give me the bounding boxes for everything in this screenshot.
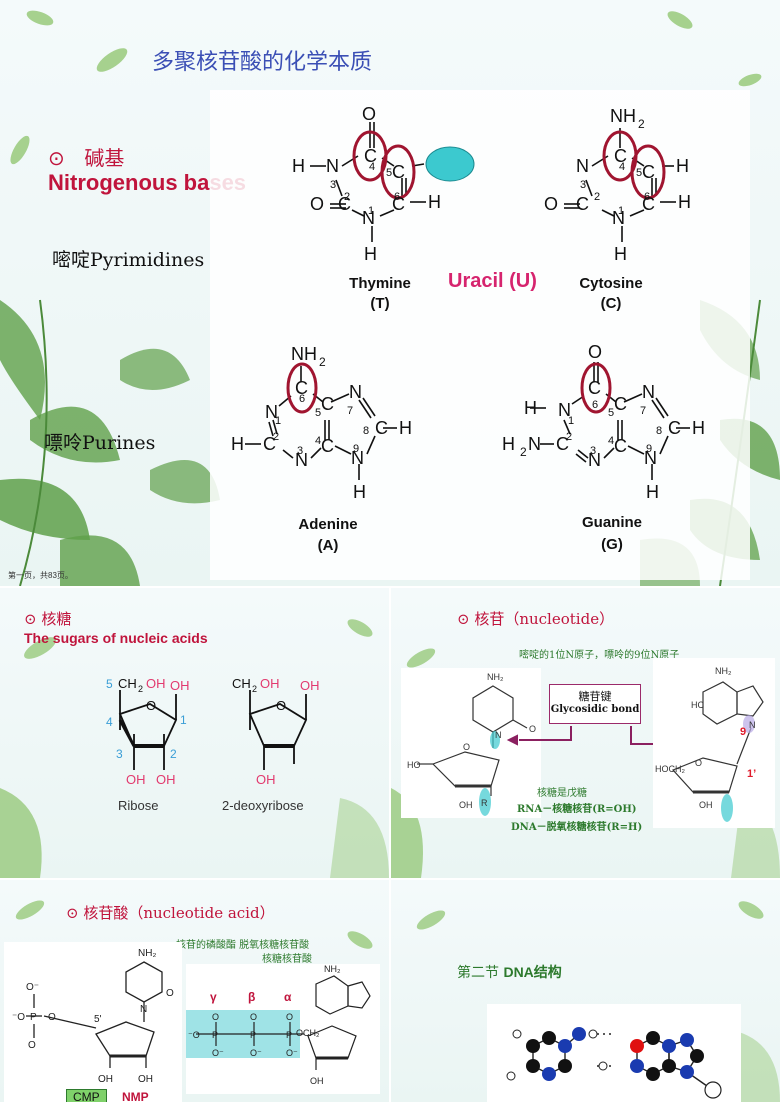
- page-footer: 第一页，共83页。: [8, 571, 73, 580]
- cmp-badge: CMP: [66, 1089, 107, 1102]
- svg-text:4: 4: [106, 715, 113, 729]
- svg-text:OH: OH: [170, 678, 190, 693]
- svg-text:1: 1: [180, 713, 187, 727]
- gamma-label: γ: [210, 990, 217, 1004]
- svg-text:CH: CH: [118, 676, 137, 691]
- pentose-note: 核糖是戊糖: [537, 788, 587, 799]
- svg-text:O: O: [146, 698, 156, 713]
- nmp-label: NMP: [122, 1090, 149, 1102]
- cmp-panel: [4, 942, 182, 1102]
- position-9-label: 9: [740, 726, 747, 738]
- slide-nitrogenous-bases: 多聚核苷酸的化学本质 ⊙ 碱基 Nitrogenous bases 嘧啶Pyri…: [0, 0, 780, 586]
- glycosidic-bond-box: 糖苷键 Glycosidic bond: [549, 684, 641, 724]
- svg-text:OH: OH: [126, 772, 146, 787]
- ribose-label: Ribose: [118, 798, 159, 813]
- svg-text:5: 5: [106, 677, 113, 691]
- section-heading-en: DNA结构: [503, 964, 562, 980]
- slide-dna-structure: 第二节 DNA结构: [391, 880, 780, 1102]
- bases-heading: ⊙ 碱基: [48, 142, 124, 171]
- nucleotide-heading: ⊙ 核苷酸（nucleotide acid）: [66, 904, 275, 922]
- adenine-name: Adenine: [298, 516, 358, 533]
- dna-note: DNA－脱氧核糖核苷(R=H): [511, 822, 643, 833]
- glycosidic-bond-en: Glycosidic bond: [550, 704, 640, 715]
- base-pair-panel: [487, 1004, 741, 1102]
- svg-text:OH: OH: [260, 676, 280, 691]
- cytidine-panel: [401, 668, 541, 818]
- position-1prime-label: 1’: [747, 768, 757, 780]
- svg-text:3: 3: [116, 747, 123, 761]
- pyrimidines-label: 嘧啶Pyrimidines: [52, 249, 205, 271]
- structures-panel: [210, 90, 750, 580]
- rna-note: RNA－核糖核苷(R=OH): [517, 804, 637, 815]
- adenosine-panel: [653, 658, 775, 828]
- cytosine-abbr: (C): [600, 295, 622, 312]
- svg-text:2: 2: [170, 747, 177, 761]
- slide-nucleotide: ⊙ 核苷酸（nucleotide acid） 核苷的磷酸酯 脱氧核糖核苷酸 核糖…: [0, 880, 389, 1102]
- cytosine-name: Cytosine: [579, 275, 643, 292]
- bases-cn: 碱基: [84, 146, 125, 170]
- adenine-abbr: (A): [317, 537, 339, 554]
- beta-label: β: [248, 990, 256, 1004]
- svg-text:CH: CH: [232, 676, 251, 691]
- bullet-icon: ⊙: [48, 148, 65, 170]
- svg-text:OH: OH: [256, 772, 276, 787]
- nucleotide-note2: 核糖核苷酸: [262, 954, 312, 965]
- nucleoside-note: 嘧啶的1位N原子，嘌呤的9位N原子: [519, 650, 680, 661]
- section-heading-cn: 第二节: [457, 965, 504, 981]
- alpha-label: α: [284, 990, 292, 1004]
- guanine-name: Guanine: [581, 514, 642, 531]
- nucleoside-heading: ⊙ 核苷（nucleotide）: [457, 610, 615, 628]
- svg-text:OH: OH: [300, 678, 320, 693]
- thymine-abbr: (T): [370, 295, 390, 312]
- deoxyribose-structure: CH 2 OH OH O OH: [232, 676, 320, 787]
- purines-label: 嘌呤Purines: [44, 432, 156, 454]
- svg-text:OH: OH: [156, 772, 176, 787]
- ntp-panel: [186, 964, 380, 1094]
- slide-title: 多聚核苷酸的化学本质: [152, 50, 373, 75]
- slide-sugars: ⊙ 核糖 The sugars of nucleic acids CH 2 OH…: [0, 588, 389, 878]
- uracil-label: Uracil (U): [448, 270, 537, 292]
- thymine-name: Thymine: [349, 275, 411, 292]
- section-heading: 第二节 DNA结构: [457, 962, 562, 982]
- nucleotide-note1: 核苷的磷酸酯 脱氧核糖核苷酸: [176, 940, 310, 951]
- svg-text:OH: OH: [146, 676, 166, 691]
- svg-text:O: O: [276, 698, 286, 713]
- glycosidic-bond-cn: 糖苷键: [578, 690, 612, 703]
- sugars-heading: ⊙ 核糖: [24, 610, 72, 628]
- svg-text:2: 2: [138, 684, 143, 694]
- sugars-subheading: The sugars of nucleic acids: [24, 630, 208, 646]
- svg-text:2: 2: [252, 684, 257, 694]
- guanine-abbr: (G): [601, 536, 623, 553]
- deoxyribose-label: 2-deoxyribose: [222, 798, 304, 813]
- ribose-structure: CH 2 OH OH O OH OH 5 4 1 3 2: [106, 676, 190, 787]
